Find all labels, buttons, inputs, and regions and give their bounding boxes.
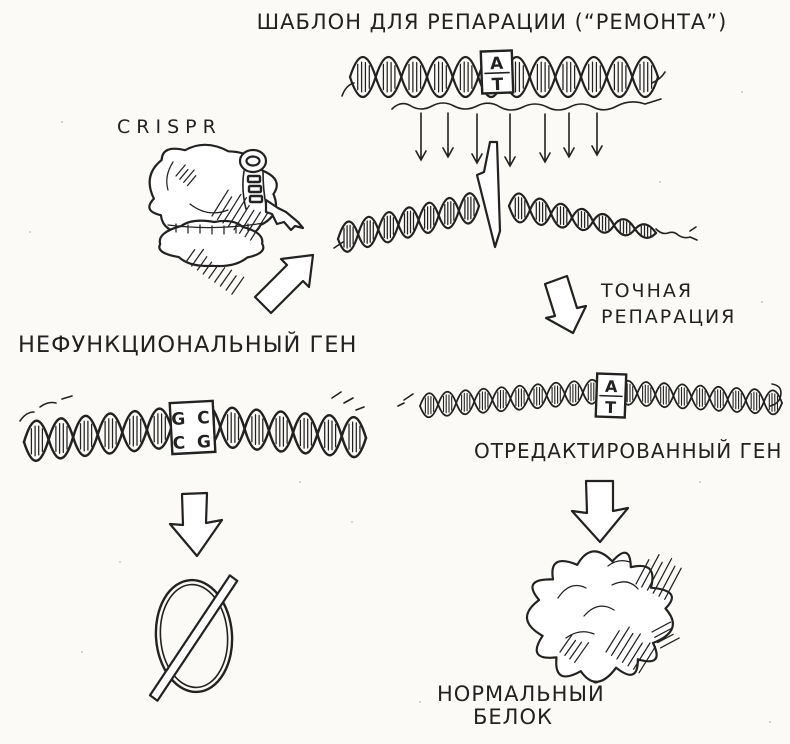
nonfunctional-dna: G C C G <box>19 391 368 462</box>
broken-base-row2: C G <box>172 432 214 454</box>
broken-base-box: G C C G <box>168 399 217 456</box>
no-protein-arrow <box>168 491 224 558</box>
hatch-lines <box>605 626 657 674</box>
edited-dna: А Т <box>397 372 783 419</box>
no-protein-symbol <box>148 574 239 702</box>
title: ШАБЛОН ДЛЯ РЕПАРАЦИИ (“РЕМОНТА”) <box>257 10 728 34</box>
template-dna: А Т <box>341 49 666 98</box>
hatch-lines <box>185 248 245 295</box>
dna-end-flick <box>333 241 344 249</box>
hatch-lines <box>175 164 197 187</box>
dna-end-flick <box>651 71 666 84</box>
dna-end-squiggles <box>331 391 365 411</box>
dna-end-curl <box>769 383 782 407</box>
edited-base-box: А Т <box>594 372 628 419</box>
protein-texture <box>557 554 682 674</box>
cas9-complex <box>148 143 305 295</box>
helix-strand <box>507 192 658 237</box>
template-base-top: А <box>490 54 505 74</box>
helix-strand <box>194 404 368 457</box>
helix-rungs <box>424 382 598 415</box>
dna-end-flick <box>341 82 355 97</box>
cut-dna <box>333 192 698 253</box>
precise-repair-arrow <box>543 274 588 335</box>
hatch-lines <box>635 554 682 600</box>
wavy-line <box>391 98 662 111</box>
small-down-arrows <box>415 112 603 168</box>
dna-tail-squiggle <box>655 226 698 241</box>
helix-rungs <box>514 196 652 237</box>
helix-strand <box>507 197 658 239</box>
hatch-lines <box>559 634 590 663</box>
edited-base-top: А <box>605 377 619 396</box>
crispr-label: CRISPR <box>117 116 222 138</box>
precise-repair-label-line2: РЕПАРАЦИЯ <box>601 306 736 328</box>
helix-strand <box>336 196 481 253</box>
dna-end-squiggles <box>397 393 414 407</box>
normal-protein-arrow <box>570 479 630 544</box>
template-base-box: А Т <box>479 49 515 95</box>
hatch-lines <box>651 621 680 649</box>
edited-base-bottom: Т <box>605 398 617 417</box>
hatch-lines <box>211 189 269 241</box>
normal-protein-label-line1: НОРМАЛЬНЫЙ <box>437 681 605 706</box>
paper-speckles <box>29 91 771 723</box>
helix-rungs <box>343 196 475 249</box>
edited-gene-label: ОТРЕДАКТИРОВАННЫЙ ГЕН <box>474 439 782 463</box>
cut-site-arrow <box>475 140 502 249</box>
nonfunctional-gene-label: НЕФУНКЦИОНАЛЬНЫЙ ГЕН <box>18 330 357 358</box>
arrow-to-crispr <box>253 253 315 315</box>
broken-base-row1: G C <box>171 408 213 430</box>
template-base-bottom: Т <box>491 75 504 95</box>
transfer-arrows <box>391 98 662 249</box>
normal-protein-blob <box>525 550 682 683</box>
helix-rungs <box>30 410 191 457</box>
guide-rna <box>238 148 305 232</box>
helix-strand <box>419 380 602 417</box>
precise-repair-label-line1: ТОЧНАЯ <box>600 280 693 302</box>
normal-protein-label-line2: БЕЛОК <box>473 705 553 729</box>
helix-strand <box>194 406 368 459</box>
cas9-lower-lobe <box>158 219 265 268</box>
helix-strand <box>600 378 783 416</box>
helix-strand <box>336 192 481 249</box>
helix-rungs <box>202 410 361 453</box>
helix-strand <box>22 405 198 460</box>
dna-end-squiggles <box>19 395 73 422</box>
cas9-texture <box>166 161 269 295</box>
